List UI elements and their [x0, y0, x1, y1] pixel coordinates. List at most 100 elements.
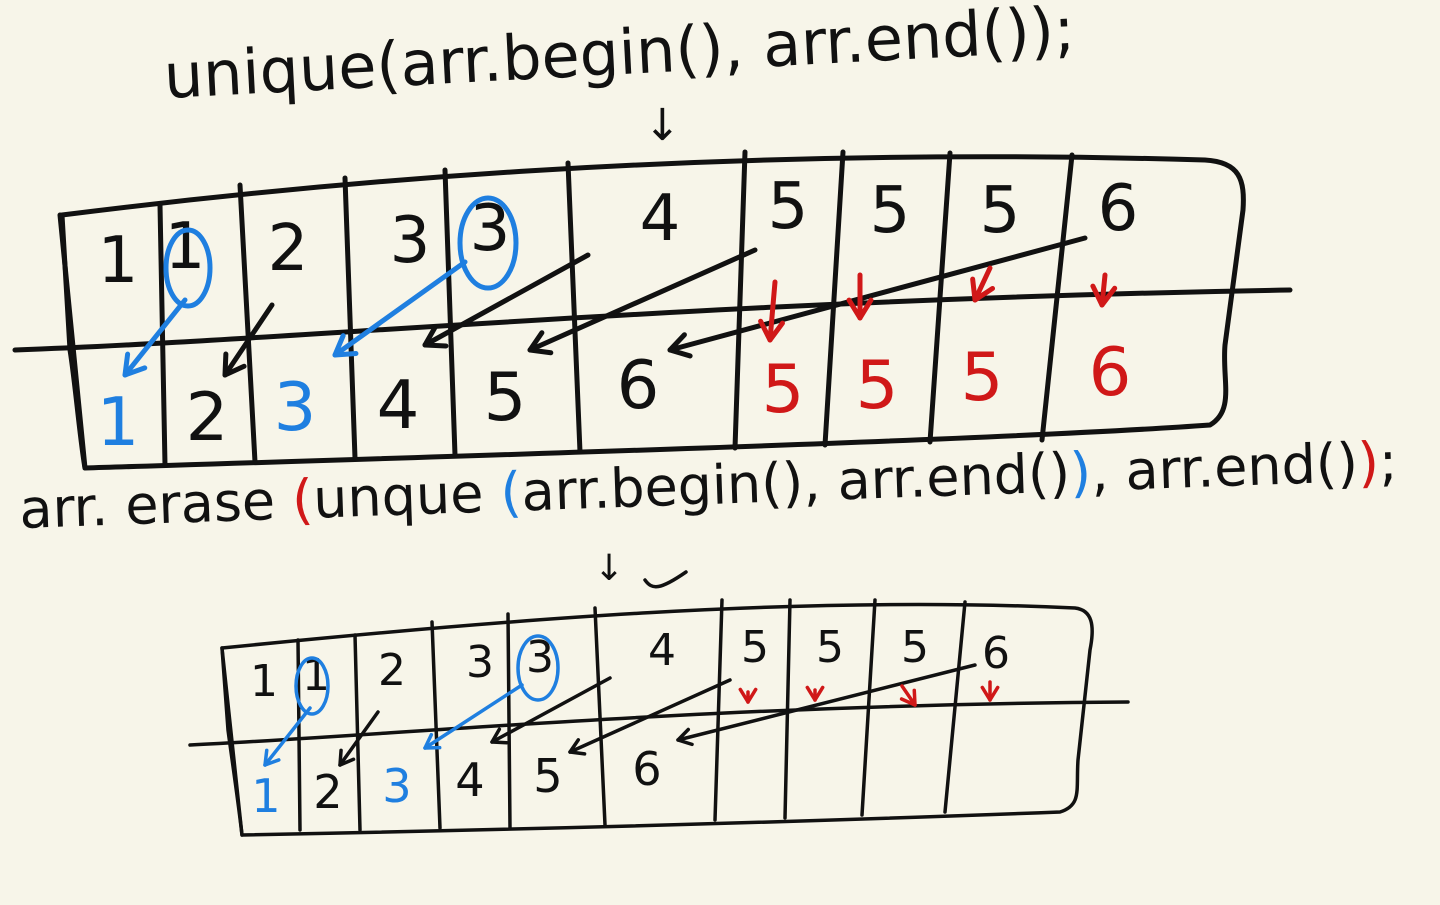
shift-arrow	[490, 676, 612, 744]
output-value: 5	[484, 358, 527, 436]
shift-arrow-head	[422, 324, 449, 349]
input-value: 3	[466, 637, 494, 688]
cell-divider	[783, 598, 792, 820]
shift-arrow	[568, 678, 732, 754]
output-value: 5	[762, 350, 805, 428]
input-value: 2	[378, 645, 406, 696]
cell-divider	[430, 620, 442, 830]
output-value: 3	[382, 759, 411, 813]
red-tail-arrow	[1099, 272, 1108, 308]
cell-divider	[353, 633, 362, 832]
cell-divider	[220, 646, 244, 837]
output-value: 6	[617, 346, 660, 424]
red-tail-arrow	[900, 684, 917, 707]
down-arrow-bottom: ↓	[594, 548, 624, 589]
shift-arrow	[422, 252, 591, 348]
red-tail-arrow	[972, 265, 993, 303]
duplicate-circle	[457, 195, 519, 291]
cell-divider	[57, 212, 88, 471]
blue-move-arrow	[423, 683, 524, 750]
output-value: 1	[251, 769, 280, 823]
output-value: 4	[455, 753, 484, 807]
blue-move-arrow	[263, 706, 312, 767]
shift-arrow-head	[527, 330, 554, 356]
shift-arrow	[527, 247, 758, 353]
shift-arrow-head	[490, 727, 509, 745]
input-value: 4	[648, 625, 676, 676]
output-value: 4	[377, 366, 420, 444]
red-tail-arrow-head	[980, 685, 1000, 702]
top-code-label: unique(arr.begin(), arr.end());	[162, 0, 1077, 113]
code-part: (	[499, 460, 522, 524]
input-value: 5	[741, 622, 769, 673]
blue-move-arrow-head	[122, 351, 148, 378]
input-value: 2	[268, 212, 309, 286]
cell-divider	[442, 167, 458, 458]
blue-move-arrow-head	[423, 732, 442, 750]
output-value: 6	[632, 742, 661, 796]
cell-divider	[943, 600, 967, 814]
cell-divider	[157, 202, 168, 468]
red-tail-arrow-head	[899, 688, 917, 707]
cell-divider	[713, 598, 724, 822]
cell-divider	[565, 160, 583, 455]
red-tail-arrow-head	[970, 276, 996, 303]
shift-arrow	[222, 302, 275, 378]
input-value: 4	[640, 182, 681, 256]
output-value: 5	[856, 346, 899, 424]
shift-arrow	[338, 710, 380, 767]
red-tail-arrow-head	[846, 297, 874, 321]
code-part: )	[1069, 441, 1092, 505]
cell-divider	[593, 606, 607, 827]
shift-arrow	[676, 663, 977, 742]
code-part: )	[1357, 431, 1380, 495]
output-value: 5	[961, 338, 1004, 416]
output-value: 3	[274, 368, 317, 446]
row-divider-bottom	[188, 700, 1130, 747]
red-tail-arrow	[767, 279, 778, 343]
red-tail-arrow-head	[1090, 283, 1118, 308]
code-part: ;	[1378, 430, 1398, 494]
shift-arrow-head	[676, 727, 694, 747]
array-outline-top	[59, 154, 1246, 471]
red-tail-arrow-head	[805, 685, 825, 702]
blue-move-arrow	[122, 297, 188, 378]
shift-arrow-head	[568, 738, 587, 756]
input-value: 1	[98, 224, 139, 298]
shift-arrow-head	[667, 332, 693, 359]
input-value: 3	[390, 204, 431, 278]
input-value: 5	[870, 174, 911, 248]
down-arrow-top: ↓	[644, 100, 681, 151]
output-value: 6	[1089, 333, 1132, 411]
input-value: 5	[901, 622, 929, 673]
shift-arrow-head	[222, 351, 247, 378]
cell-divider	[506, 612, 512, 830]
code-part: arr. erase	[18, 469, 293, 541]
cell-divider	[342, 175, 358, 461]
red-tail-arrow-head	[758, 318, 785, 343]
input-value: 1	[250, 656, 278, 707]
cell-divider	[237, 182, 258, 465]
duplicate-circle	[294, 656, 330, 716]
shift-arrow	[667, 235, 1088, 353]
input-value: 6	[982, 628, 1010, 679]
duplicate-circle	[516, 634, 560, 702]
cell-divider	[822, 149, 846, 448]
red-tail-arrow-head	[738, 687, 758, 704]
cell-divider	[860, 598, 877, 817]
output-value: 2	[313, 765, 342, 819]
cell-divider	[732, 149, 748, 451]
output-value: 1	[97, 383, 140, 461]
blue-move-arrow-head	[263, 748, 281, 767]
input-value: 5	[768, 170, 809, 244]
code-part: , arr.end()	[1090, 431, 1359, 503]
input-value: 5	[980, 174, 1021, 248]
array-outline-bottom	[220, 602, 1094, 837]
output-value: 2	[186, 378, 229, 456]
shift-arrow-head	[338, 748, 356, 767]
blue-move-arrow	[332, 259, 468, 358]
